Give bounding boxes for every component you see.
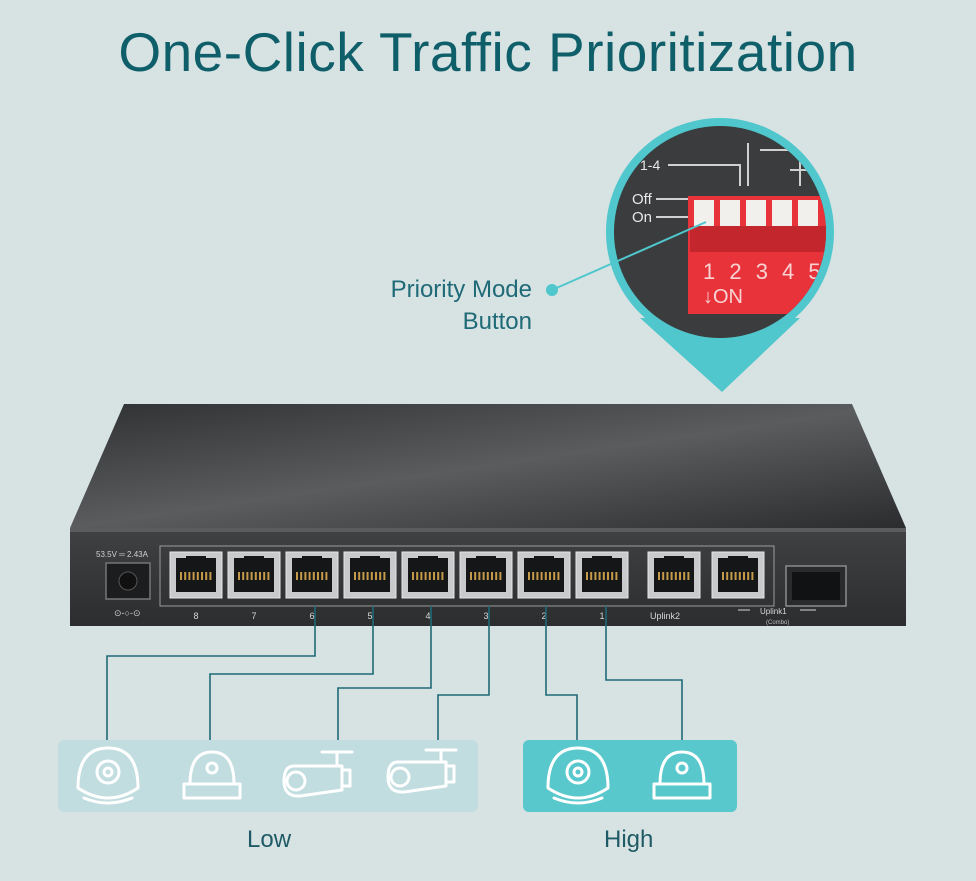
dip-toggle[interactable] (694, 200, 714, 226)
page-title: One-Click Traffic Prioritization (118, 21, 858, 83)
power-rating: 53.5V ═ 2.43A (96, 550, 149, 559)
cable-port-2 (545, 606, 578, 745)
dip-toggle[interactable] (772, 200, 792, 226)
priority-mode-label: Priority Mode Button (390, 276, 532, 335)
port-row (169, 551, 765, 599)
ethernet-port-1[interactable] (575, 551, 629, 599)
uplink1-label: Uplink1 (760, 607, 787, 616)
dip-numbers: 1 2 3 4 5 (703, 259, 825, 284)
uplink2-port[interactable] (647, 551, 701, 599)
polarity-icon: ⊙-○-⊙ (114, 608, 141, 618)
dip-on-label: On (632, 209, 652, 226)
cable-port-4 (337, 606, 432, 745)
dip-toggle[interactable] (798, 200, 818, 226)
turret-camera-icon (652, 750, 712, 800)
ethernet-port-6[interactable] (285, 551, 339, 599)
ethernet-port-7[interactable] (227, 551, 281, 599)
ethernet-port-3[interactable] (459, 551, 513, 599)
port-number-label: 3 (483, 611, 488, 621)
dome-camera-icon (546, 746, 610, 805)
ethernet-port-2[interactable] (517, 551, 571, 599)
port-number-label: 7 (251, 611, 256, 621)
dip-toggle[interactable] (720, 200, 740, 226)
uplink2-label: Uplink2 (650, 611, 680, 621)
port-number-label: 1 (599, 611, 604, 621)
ethernet-port-4[interactable] (401, 551, 455, 599)
port-number-label: 2 (541, 611, 546, 621)
port-labels: 8 7 6 5 4 3 2 1 (193, 611, 604, 621)
dip-off-label: Off (632, 191, 653, 208)
port-number-label: 8 (193, 611, 198, 621)
port-number-label: 6 (309, 611, 314, 621)
port-number-label: 5 (367, 611, 372, 621)
leader-dot (546, 284, 558, 296)
port-frame (159, 545, 775, 607)
dip-on-marker: ↓ON (703, 286, 743, 308)
leader-line (551, 221, 707, 291)
port-number-label: 4 (425, 611, 430, 621)
cable-port-5 (209, 606, 374, 745)
turret-camera-icon (182, 750, 242, 800)
dip-toggle[interactable] (746, 200, 766, 226)
cable-port-1 (605, 606, 683, 745)
dip-group-label: 1-4 (640, 157, 660, 173)
ethernet-port-8[interactable] (169, 551, 223, 599)
cable-port-6 (106, 606, 316, 745)
bullet-camera-icon (386, 748, 458, 794)
high-group-label: High (604, 826, 654, 853)
switch-top-cover (70, 404, 906, 528)
low-group-label: Low (247, 826, 292, 853)
dome-camera-icon (76, 746, 140, 805)
ethernet-port-5[interactable] (343, 551, 397, 599)
uplink1-port[interactable] (711, 551, 765, 599)
bullet-camera-icon (282, 750, 354, 798)
combo-label: (Combo) (766, 620, 789, 626)
cable-port-3 (437, 606, 490, 745)
